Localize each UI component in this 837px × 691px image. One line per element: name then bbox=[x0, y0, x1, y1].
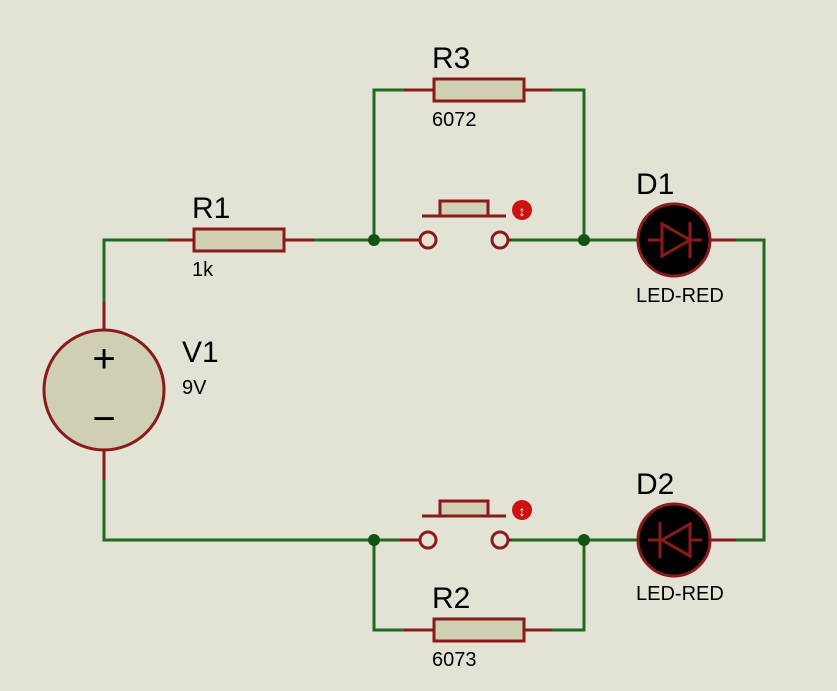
indicator-glyph: ↕ bbox=[519, 203, 526, 219]
wire-v1-to-sw2 bbox=[102, 480, 400, 542]
wire-r2-left bbox=[372, 540, 404, 632]
pushbutton-switch-top[interactable] bbox=[400, 199, 512, 250]
wire-v1-to-r1 bbox=[102, 238, 168, 330]
wire-r3-left bbox=[372, 88, 404, 240]
d2-ref-label: D2 bbox=[636, 468, 674, 501]
wires bbox=[102, 88, 766, 632]
led-d2[interactable] bbox=[636, 502, 736, 578]
r1-ref-label: R1 bbox=[192, 192, 230, 225]
pushbutton-switch-bottom[interactable] bbox=[400, 499, 512, 550]
r1-value-label: 1k bbox=[192, 259, 214, 281]
indicator-glyph: ↕ bbox=[519, 503, 526, 519]
v1-ref-label: V1 bbox=[182, 336, 219, 369]
switch-state-indicator-icon[interactable]: ↕ bbox=[512, 200, 532, 220]
junction-node bbox=[368, 234, 380, 246]
resistor-r3[interactable] bbox=[404, 77, 552, 103]
battery-plus-sign: + bbox=[92, 337, 115, 381]
battery-minus-sign: − bbox=[92, 397, 115, 441]
v1-value-label: 9V bbox=[182, 377, 207, 399]
switch-state-indicator-icon[interactable]: ↕ bbox=[512, 500, 532, 520]
led-d1[interactable] bbox=[636, 202, 736, 278]
d2-value-label: LED-RED bbox=[636, 583, 724, 605]
wire-d1-to-d2 bbox=[736, 238, 766, 542]
r3-ref-label: R3 bbox=[432, 42, 470, 75]
d1-ref-label: D1 bbox=[636, 168, 674, 201]
resistor-r1[interactable] bbox=[168, 227, 314, 253]
resistor-r2[interactable] bbox=[404, 617, 552, 643]
wire-r3-right bbox=[552, 88, 586, 240]
battery-v1[interactable]: + − bbox=[42, 302, 166, 480]
r3-value-label: 6072 bbox=[432, 109, 477, 131]
wire-r2-right bbox=[552, 540, 586, 632]
d1-value-label: LED-RED bbox=[636, 285, 724, 307]
junction-node bbox=[578, 534, 590, 546]
r2-ref-label: R2 bbox=[432, 582, 470, 615]
r2-value-label: 6073 bbox=[432, 649, 477, 671]
junction-node bbox=[578, 234, 590, 246]
junction-node bbox=[368, 534, 380, 546]
